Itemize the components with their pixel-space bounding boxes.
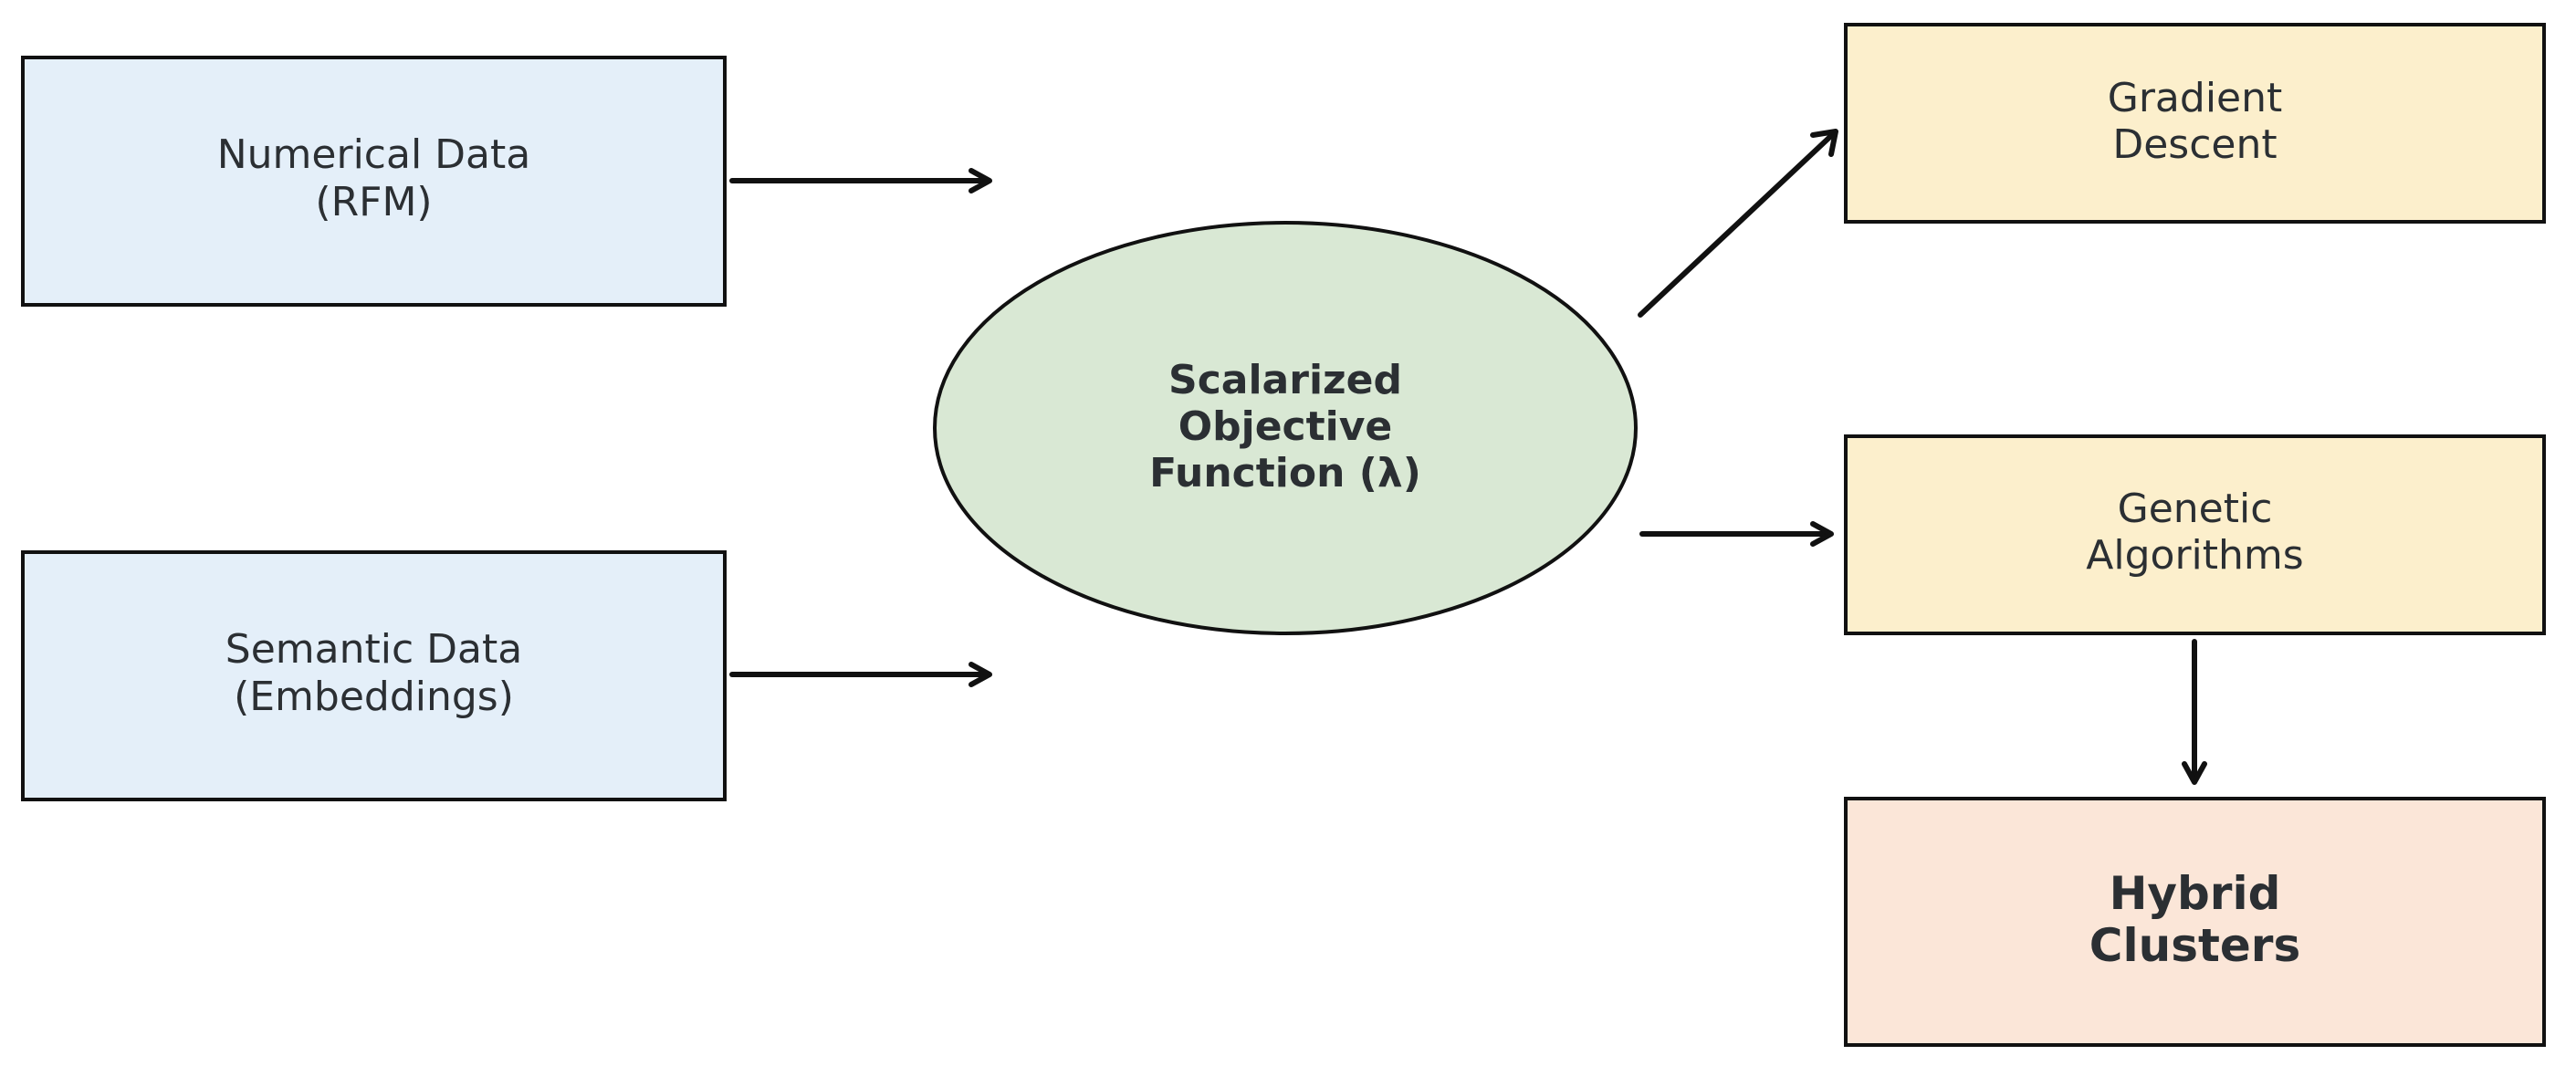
semantic-data-box: [21, 550, 727, 801]
node-genetic-algorithms: Genetic Algorithms: [1844, 434, 2546, 635]
hybrid-clusters-label-1: Hybrid: [2110, 867, 2281, 920]
numerical-data-label: Numerical Data: [217, 131, 530, 178]
node-numerical-data: Numerical Data (RFM): [21, 56, 727, 307]
genetic-algorithms-box: [1844, 434, 2546, 635]
semantic-data-sublabel: (Embeddings): [234, 674, 514, 720]
hybrid-clusters-box: [1844, 797, 2546, 1047]
arrow-objective-to-gradient-descent: [1638, 129, 1838, 318]
objective-function-label-1: Scalarized: [1168, 357, 1402, 403]
node-gradient-descent: Gradient Descent: [1844, 23, 2546, 224]
arrow-semantic-to-objective: [729, 662, 992, 687]
node-hybrid-clusters: Hybrid Clusters: [1844, 797, 2546, 1047]
objective-function-label-2: Objective: [1178, 403, 1393, 450]
arrow-numerical-to-objective: [729, 168, 992, 193]
objective-function-label-3: Function (λ): [1149, 450, 1421, 496]
arrow-objective-to-genetic-algorithms: [1639, 521, 1834, 547]
node-semantic-data: Semantic Data (Embeddings): [21, 550, 727, 801]
numerical-data-box: [21, 56, 727, 307]
genetic-algorithms-label-2: Algorithms: [2086, 532, 2303, 579]
objective-function-ellipse: [933, 221, 1638, 635]
gradient-descent-label-2: Descent: [2112, 121, 2277, 168]
arrow-genetic-to-hybrid-clusters: [2182, 639, 2207, 785]
gradient-descent-box: [1844, 23, 2546, 224]
node-objective-function: Scalarized Objective Function (λ): [933, 221, 1638, 635]
semantic-data-label: Semantic Data: [225, 626, 522, 673]
gradient-descent-label-1: Gradient: [2108, 75, 2283, 121]
genetic-algorithms-label-1: Genetic: [2118, 486, 2273, 532]
hybrid-clusters-label-2: Clusters: [2089, 919, 2300, 972]
numerical-data-sublabel: (RFM): [315, 179, 432, 225]
